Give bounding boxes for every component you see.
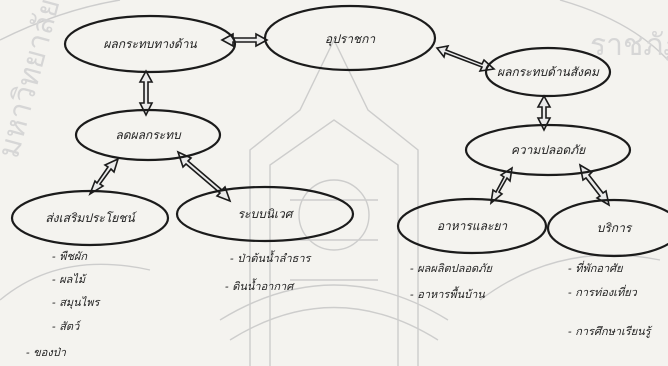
connector-n1-n2: [138, 69, 154, 117]
connector-n6-n7: [489, 166, 514, 205]
connector-n6-n8: [578, 163, 611, 207]
list-item: - ผลผลิตปลอดภัย: [410, 262, 493, 275]
node-7-label: อาหารและยา: [437, 219, 509, 233]
list-item: - ของป่า: [26, 346, 67, 359]
node-7: อาหารและยา: [396, 197, 548, 255]
connector-n2-n4: [176, 150, 232, 203]
watermark-text-left: มหาวิทยาลัยราชภัฏ: [0, 0, 92, 162]
node-3: ส่งเสริมประโยชน์: [10, 189, 170, 247]
node-8-label: บริการ: [597, 221, 633, 235]
list-item: - พืชผัก: [52, 250, 88, 263]
list-item: - ป่าต้นน้ำลำธาร: [230, 250, 313, 265]
node-5-label: ผลกระทบด้านสังคม: [497, 65, 600, 79]
list-node-8: - ที่พักอาศัย - การท่องเที่ยว - การศึกษา…: [568, 260, 653, 338]
center-node: อุปราชกา: [263, 4, 437, 72]
connector-n2-n3: [88, 157, 120, 196]
list-item: - อาหารพื้นบ้าน: [410, 286, 485, 301]
list-item: - ที่พักอาศัย: [568, 260, 624, 275]
node-1: ผลกระทบทางด้าน: [63, 14, 237, 74]
node-6: ความปลอดภัย: [464, 123, 632, 177]
connector-center-n1: [220, 32, 269, 48]
connectors: [88, 32, 611, 207]
list-item: - ดินน้ำอากาศ: [225, 278, 295, 293]
list-item: - สัตว์: [52, 320, 82, 333]
list-node-3-rest: - ผลไม้ - สมุนไพร - สัตว์ - ของป่า: [26, 273, 101, 359]
watermark-text-right: ราชภัฏ: [590, 28, 668, 63]
connector-n5-n6: [536, 94, 552, 132]
connector-center-n5: [435, 44, 496, 73]
list-item: - สมุนไพร: [52, 296, 101, 309]
list-item: - การศึกษาเรียนรู้: [568, 325, 653, 338]
node-5: ผลกระทบด้านสังคม: [484, 46, 612, 98]
node-4-label: ระบบนิเวศ: [238, 207, 295, 221]
list-item: - ผลไม้: [52, 273, 87, 286]
node-8: บริการ: [546, 198, 668, 258]
node-3-label: ส่งเสริมประโยชน์: [45, 211, 137, 225]
list-node-3: - พืชผัก: [52, 250, 88, 263]
node-2-label: ลดผลกระทบ: [115, 128, 182, 142]
list-item: - การท่องเที่ยว: [568, 284, 638, 299]
node-6-label: ความปลอดภัย: [511, 143, 586, 157]
node-4: ระบบนิเวศ: [175, 185, 355, 243]
list-node-4: - ป่าต้นน้ำลำธาร - ดินน้ำอากาศ: [225, 250, 313, 293]
node-2: ลดผลกระทบ: [74, 108, 222, 162]
center-node-label: อุปราชกา: [325, 32, 376, 47]
list-node-7: - ผลผลิตปลอดภัย - อาหารพื้นบ้าน: [410, 262, 493, 301]
node-1-label: ผลกระทบทางด้าน: [103, 37, 197, 51]
